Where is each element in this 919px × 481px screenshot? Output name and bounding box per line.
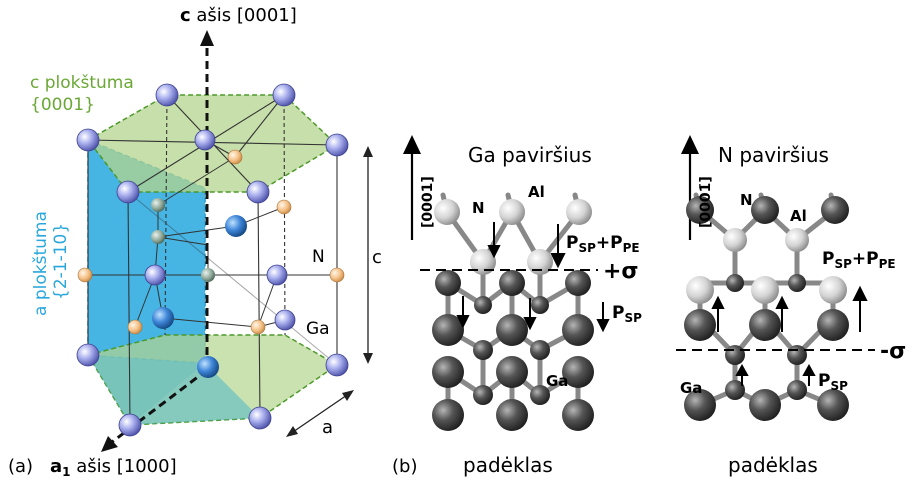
n-atoms-in-plane <box>151 198 215 282</box>
a-plane-label: a plokštuma <box>31 211 51 316</box>
inner-ga-atoms <box>152 215 247 378</box>
a1-axis-line <box>111 368 208 444</box>
n-face-structure <box>676 135 875 421</box>
ga-face-substrate: padėklas <box>463 453 553 477</box>
panel-a-label: (a) <box>8 456 33 477</box>
n-face-title: N paviršius <box>718 143 829 167</box>
ga-face-direction: [0001] <box>420 176 436 228</box>
ga-face-title: Ga paviršius <box>468 143 592 167</box>
ga-atoms <box>76 83 349 437</box>
ga-face-psp-ppe: PSP+PPE <box>566 233 640 255</box>
n-face-ga-atom: Ga <box>680 379 702 397</box>
n-face-psp: PSP <box>818 371 848 393</box>
n-face-direction: [0001̄] <box>698 176 714 228</box>
n-atom-label: N <box>312 247 325 267</box>
n-face-psp-ppe: PSP+PPE <box>822 249 896 271</box>
c-dimension-label: c <box>372 247 382 268</box>
panel-b-label: (b) <box>392 456 417 477</box>
n-face-al-atom: Al <box>790 207 807 225</box>
a-dimension-line <box>289 392 351 435</box>
a-dimension-label: a <box>322 417 333 438</box>
ga-face-n-atom: N <box>472 199 485 217</box>
c-plane-label: c plokštuma <box>30 73 134 93</box>
c-plane-family: {0001} <box>30 95 95 115</box>
panel-a-crystal <box>76 30 373 452</box>
ga-face-ga-atom: Ga <box>546 372 568 390</box>
ga-atom-label: Ga <box>306 319 330 339</box>
a-plane-family: {2-1-10} <box>51 223 71 300</box>
prism-edges <box>87 94 338 426</box>
c-axis-label: c ašis [0001] <box>180 5 297 26</box>
n-face-n-atom: N <box>740 191 753 209</box>
ga-face-structure <box>403 135 610 431</box>
n-face-substrate: padėklas <box>728 453 818 477</box>
a-plane-lower <box>88 355 260 425</box>
ga-face-psp: PSP <box>612 303 642 325</box>
ga-face-sigma: +σ <box>603 259 639 284</box>
a1-axis-label: a1 ašis [1000] <box>50 456 177 479</box>
a1-axis-arrowhead <box>101 436 118 452</box>
n-face-sigma: -σ <box>880 339 906 364</box>
c-axis-arrowhead <box>200 30 214 46</box>
ga-face-al-atom: Al <box>528 183 545 201</box>
n-atoms <box>77 149 345 335</box>
